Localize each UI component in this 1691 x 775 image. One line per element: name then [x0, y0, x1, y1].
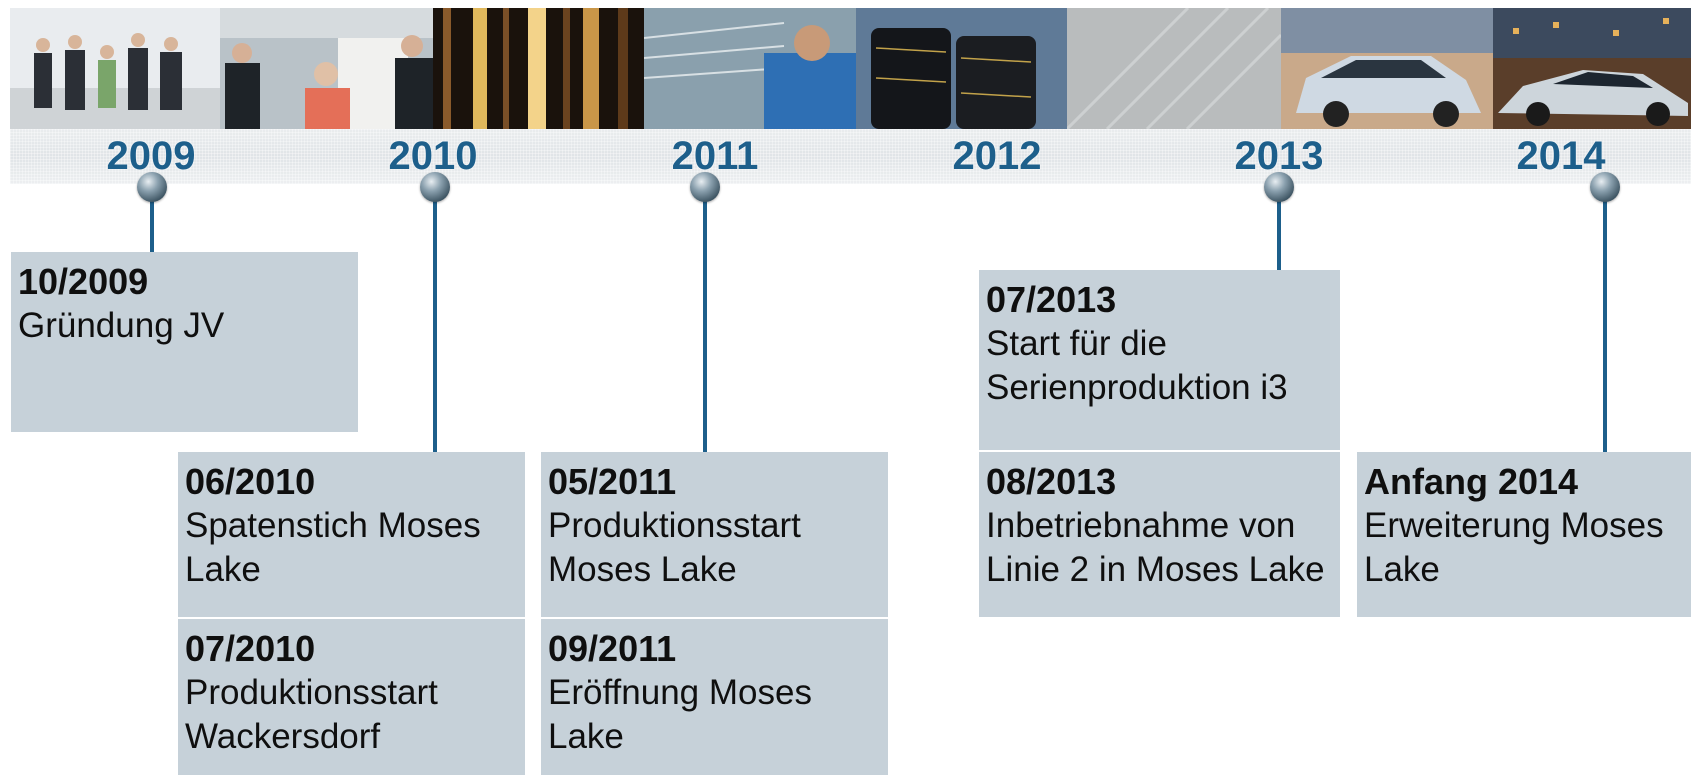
event-card-2014: Anfang 2014 Erweiterung Moses Lake: [1357, 452, 1691, 617]
event-description: Produktionsstart Moses Lake: [548, 506, 801, 589]
event-date: 05/2011: [548, 461, 677, 502]
timeline-marker-2011: [690, 172, 720, 202]
event-date: Anfang 2014: [1364, 461, 1579, 502]
event-card-2009-10: 10/2009 Gründung JV: [11, 252, 358, 432]
event-date: 08/2013: [986, 461, 1117, 502]
timeline-marker-2014: [1590, 172, 1620, 202]
photo-bmw-i3: [1281, 8, 1493, 129]
event-date: 06/2010: [185, 461, 316, 502]
year-label-2013: 2013: [1234, 134, 1324, 178]
event-description: Spatenstich Moses Lake: [185, 506, 481, 589]
timeline-marker-2009: [137, 172, 167, 202]
connector-line-2010: [433, 190, 437, 452]
timeline-marker-2010: [420, 172, 450, 202]
photo-bmw-i8: [1493, 8, 1691, 129]
timeline-marker-2013: [1264, 172, 1294, 202]
event-date: 09/2011: [548, 628, 677, 669]
connector-line-2009: [150, 190, 154, 252]
event-description: Start für die Serienproduktion i3: [986, 324, 1288, 407]
event-card-2011-09: 09/2011 Eröffnung Moses Lake: [541, 619, 888, 775]
event-card-2011-05: 05/2011 Produktionsstart Moses Lake: [541, 452, 888, 617]
year-label-2014: 2014: [1516, 134, 1606, 178]
year-label-2009: 2009: [106, 134, 196, 178]
connector-line-2011: [703, 190, 707, 452]
photo-carbon-fiber-strands: [433, 8, 644, 129]
event-description: Gründung JV: [18, 306, 225, 345]
event-card-2013-07: 07/2013 Start für die Serienproduktion i…: [979, 270, 1340, 450]
connector-line-2014: [1603, 190, 1607, 452]
connector-line-2013: [1277, 190, 1281, 270]
event-description: Erweiterung Moses Lake: [1364, 506, 1664, 589]
event-date: 10/2009: [18, 261, 149, 302]
event-card-2010-07: 07/2010 Produktionsstart Wackersdorf: [178, 619, 525, 775]
timeline-band: [10, 129, 1691, 184]
event-card-2013-08: 08/2013 Inbetriebnahme von Linie 2 in Mo…: [979, 452, 1340, 617]
photo-worker-at-machine: [644, 8, 856, 129]
photo-groundbreaking-ceremony: [10, 8, 220, 129]
event-description: Eröffnung Moses Lake: [548, 673, 812, 756]
year-label-2011: 2011: [671, 134, 759, 178]
year-label-2012: 2012: [952, 134, 1042, 178]
photo-fiber-spools: [856, 8, 1067, 129]
event-date: 07/2013: [986, 279, 1117, 320]
year-label-2010: 2010: [388, 134, 478, 178]
photo-officials-at-plant: [220, 8, 433, 129]
photo-carbon-fabric: [1067, 8, 1281, 129]
event-date: 07/2010: [185, 628, 316, 669]
event-card-2010-06: 06/2010 Spatenstich Moses Lake: [178, 452, 525, 617]
event-description: Inbetriebnahme von Linie 2 in Moses Lake: [986, 506, 1325, 589]
event-description: Produktionsstart Wackersdorf: [185, 673, 438, 756]
